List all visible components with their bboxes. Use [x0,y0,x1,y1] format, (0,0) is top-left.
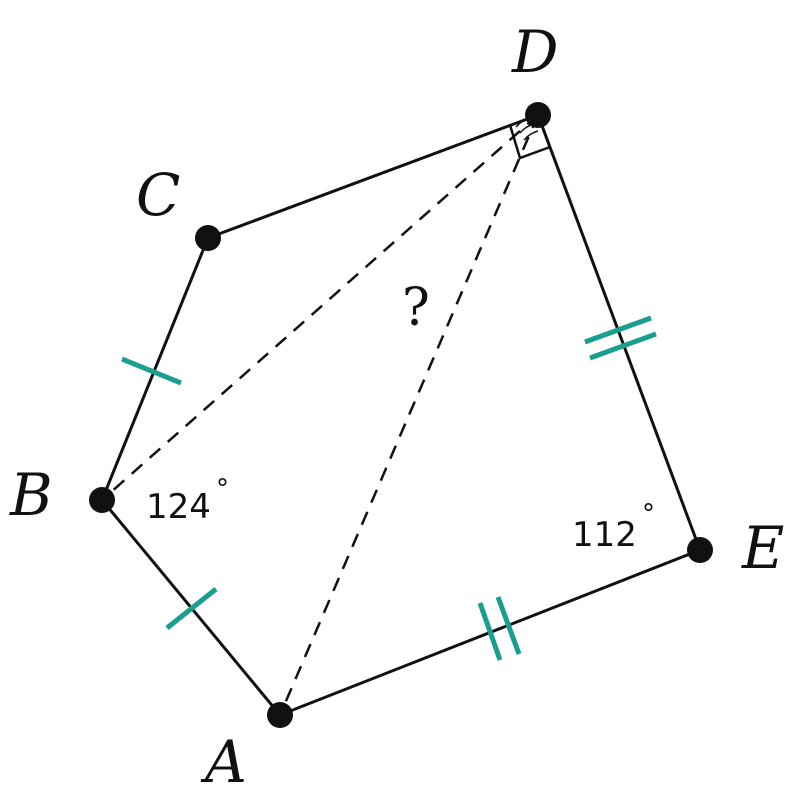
tick-ea-2 [495,596,522,655]
pentagon-edges [100,113,702,717]
single-ticks [121,356,218,630]
diagonal-da [278,114,540,716]
angle-label-b: 124 [146,487,211,527]
tick-ea-1 [477,602,503,661]
edge-cd [207,113,539,240]
vertex-c-dot [195,225,221,251]
tick-de-2 [589,331,657,361]
vertex-label-c: C [136,161,180,229]
edge-de [536,114,702,551]
vertex-label-d: D [511,18,559,86]
vertex-b-dot [89,487,115,513]
vertex-dots [89,102,713,728]
diagonal-db [101,114,539,501]
angle-degree-e: ° [642,499,655,529]
vertex-label-b: B [9,461,53,529]
vertex-e-dot [687,537,713,563]
unknown-angle-question-mark: ? [402,278,430,338]
right-angle-marker [508,124,551,160]
tick-bc [121,356,182,386]
vertex-label-a: A [200,728,247,795]
angle-degree-b: ° [216,474,229,504]
vertex-d-dot [525,102,551,128]
vertex-a-dot [267,702,293,728]
tick-ab [165,587,218,630]
angle-label-e: 112 [572,515,637,555]
edge-bc [100,237,210,501]
vertex-label-e: E [741,514,784,582]
diagonals [101,114,540,716]
tick-de-1 [584,315,652,345]
double-ticks [477,315,657,661]
